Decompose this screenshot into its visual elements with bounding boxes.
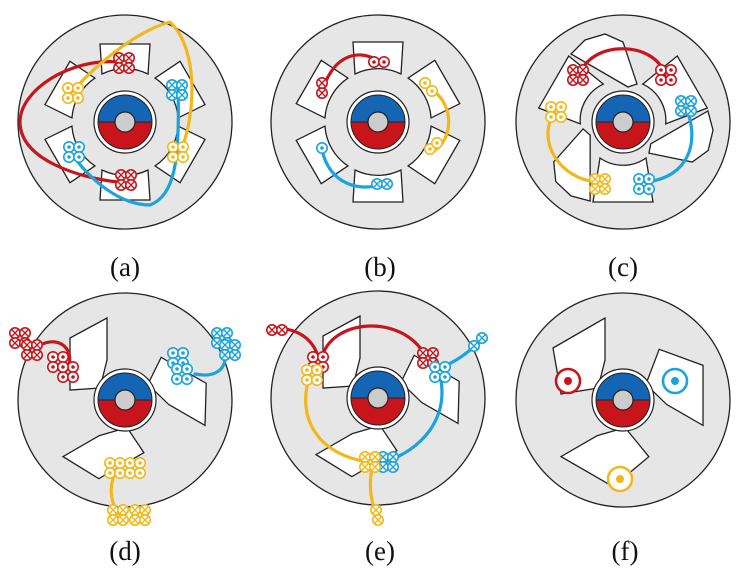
panel-a: (a) xyxy=(17,14,233,282)
conductor-red xyxy=(554,367,582,395)
shaft xyxy=(114,389,136,411)
stator xyxy=(515,292,731,508)
single-conductors xyxy=(554,367,689,493)
shaft xyxy=(612,389,634,411)
rotor xyxy=(346,366,410,430)
shaft xyxy=(367,111,389,133)
stator xyxy=(270,290,486,506)
shaft xyxy=(114,111,136,133)
rotor xyxy=(346,90,410,154)
stator-slots xyxy=(61,316,207,480)
conductor-yellow xyxy=(606,465,634,493)
panel-label: (e) xyxy=(365,536,395,566)
stator-slots xyxy=(314,314,460,478)
panel-e: (e) xyxy=(265,290,489,566)
stator xyxy=(17,292,233,508)
stator xyxy=(270,14,486,230)
panel-c: (c) xyxy=(515,14,731,282)
shaft xyxy=(612,111,634,133)
winding-wires xyxy=(18,20,194,207)
rotor xyxy=(93,368,157,432)
panel-label: (a) xyxy=(110,252,140,282)
panel-label: (d) xyxy=(109,536,140,566)
panel-f: (f) xyxy=(515,292,731,566)
panel-d: (d) xyxy=(10,292,240,566)
rotor xyxy=(591,368,655,432)
panel-b: (b) xyxy=(270,14,486,282)
rotor xyxy=(93,90,157,154)
conductor-blue xyxy=(661,367,689,395)
panel-label: (f) xyxy=(612,536,639,566)
rotor xyxy=(591,90,655,154)
shaft xyxy=(367,387,389,409)
panel-label: (c) xyxy=(608,252,638,282)
panel-label: (b) xyxy=(364,252,395,282)
stator xyxy=(17,14,233,230)
